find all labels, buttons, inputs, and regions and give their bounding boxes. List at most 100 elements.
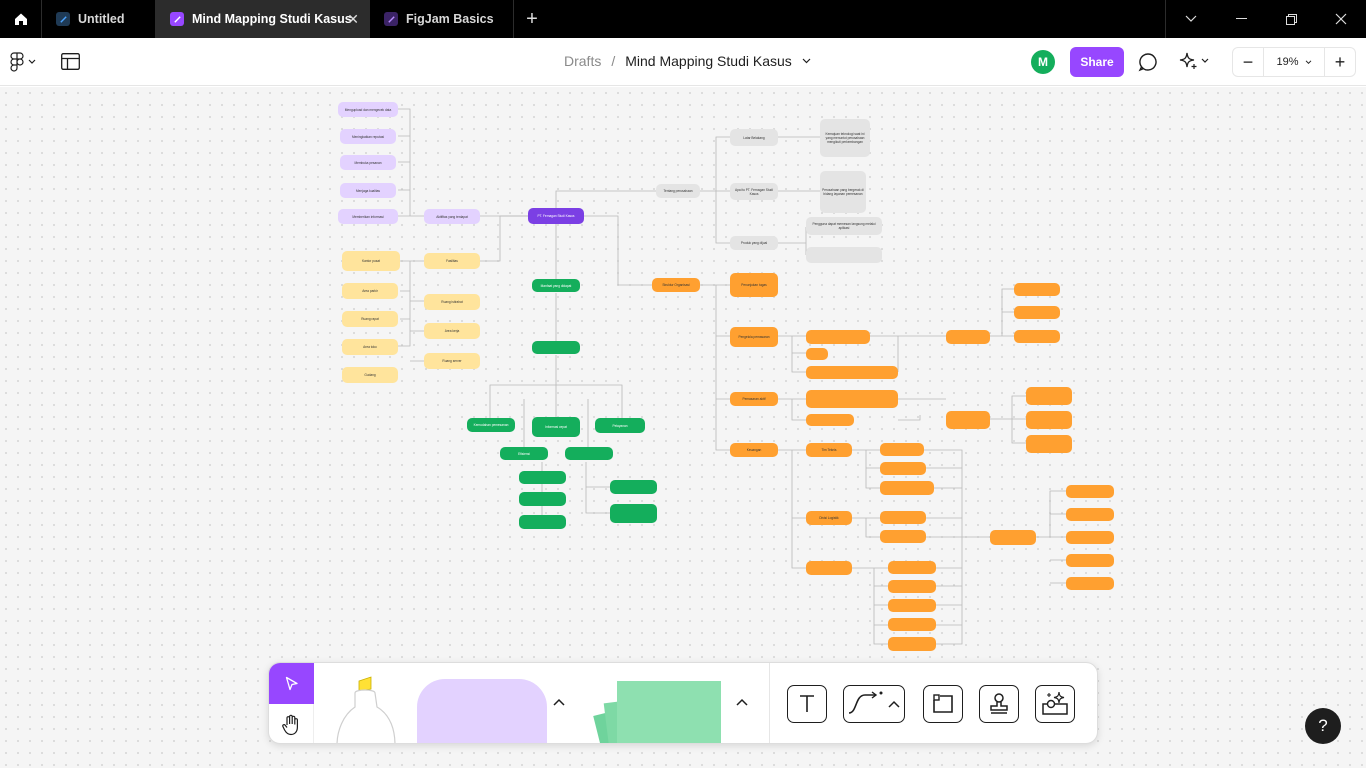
mindmap-node[interactable]: Gudang	[342, 367, 398, 383]
mindmap-node[interactable]: Area toko	[342, 339, 398, 355]
ai-actions-button[interactable]	[1178, 51, 1209, 71]
mindmap-node[interactable]	[1026, 387, 1072, 405]
mindmap-node[interactable]	[990, 530, 1036, 545]
mindmap-node[interactable]: Meningkatkan reputasi	[340, 129, 396, 144]
new-tab-button[interactable]: +	[514, 0, 550, 38]
shape-tool-button[interactable]	[417, 679, 547, 743]
mindmap-node[interactable]: Area parkir	[342, 283, 398, 299]
mindmap-root[interactable]: PT. Fernagan Studi Kasus	[528, 208, 584, 224]
mindmap-node[interactable]	[1014, 330, 1060, 343]
connector-tool-button[interactable]	[843, 685, 905, 723]
mindmap-node[interactable]	[888, 561, 936, 574]
widgets-tool-button[interactable]	[1035, 685, 1075, 723]
mindmap-node[interactable]	[1066, 554, 1114, 567]
mindmap-branch[interactable]: Struktur Organisasi	[652, 278, 700, 292]
mindmap-node[interactable]	[519, 515, 566, 529]
mindmap-node[interactable]	[519, 492, 566, 506]
mindmap-node[interactable]	[1014, 283, 1060, 296]
home-button[interactable]	[0, 0, 42, 38]
tab-list-button[interactable]	[1166, 0, 1216, 38]
mindmap-node[interactable]: Penunjukan tugas	[730, 273, 778, 297]
mindmap-node[interactable]	[610, 504, 657, 523]
mindmap-node[interactable]	[1066, 508, 1114, 521]
mindmap-node[interactable]	[532, 341, 580, 354]
canvas[interactable]: PT. Fernagan Studi Kasus Tentang perusah…	[0, 87, 1366, 768]
mindmap-node[interactable]	[888, 599, 936, 612]
mindmap-node[interactable]: Efisiensi	[500, 447, 548, 460]
mindmap-node[interactable]: Memberikan informasi	[338, 209, 398, 224]
mindmap-node[interactable]: Ruang istirahat	[424, 294, 480, 310]
mindmap-node[interactable]: Produk yang dijual	[730, 236, 778, 250]
minimize-button[interactable]	[1216, 0, 1266, 38]
mindmap-node[interactable]	[1026, 411, 1072, 429]
main-menu-button[interactable]	[10, 52, 36, 72]
marker-tool-button[interactable]	[333, 673, 403, 743]
mindmap-node[interactable]: Pelayanan	[595, 418, 645, 433]
move-tool-button[interactable]	[269, 663, 314, 704]
mindmap-node[interactable]	[806, 348, 828, 360]
mindmap-note[interactable]: Perusahaan yang bergerak di bidang layan…	[820, 171, 866, 213]
zoom-out-button[interactable]: −	[1233, 48, 1263, 76]
tab-figjam-basics[interactable]: FigJam Basics	[370, 0, 514, 38]
close-window-button[interactable]	[1316, 0, 1366, 38]
mindmap-node[interactable]: Ruang rapat	[342, 311, 398, 327]
mindmap-node[interactable]	[806, 414, 854, 426]
sticky-options-button[interactable]	[736, 693, 748, 711]
comment-button[interactable]	[1138, 52, 1158, 77]
mindmap-node[interactable]: Pengelola pemasaran	[730, 327, 778, 347]
mindmap-node[interactable]: Ruang server	[424, 353, 480, 369]
mindmap-node[interactable]	[888, 618, 936, 631]
help-button[interactable]: ?	[1305, 708, 1341, 744]
avatar[interactable]: M	[1031, 50, 1055, 74]
mindmap-node[interactable]	[946, 411, 990, 429]
mindmap-node[interactable]	[880, 462, 926, 475]
stamp-tool-button[interactable]	[979, 685, 1019, 723]
mindmap-node[interactable]: Area kerja	[424, 323, 480, 339]
mindmap-node[interactable]: Mengupload dan mengecek data	[338, 102, 398, 117]
hand-tool-button[interactable]	[269, 704, 314, 743]
layout-toggle-button[interactable]	[61, 53, 80, 75]
mindmap-note[interactable]: Kemajuan teknologi saat ini yang menuntu…	[820, 119, 870, 157]
mindmap-branch[interactable]: Manfaat yang didapat	[532, 279, 580, 292]
mindmap-node[interactable]	[1066, 485, 1114, 498]
mindmap-node[interactable]	[1014, 306, 1060, 319]
tab-untitled[interactable]: Untitled	[42, 0, 156, 38]
mindmap-node[interactable]	[806, 390, 898, 408]
shape-options-button[interactable]	[553, 693, 565, 711]
mindmap-note[interactable]: Pengguna dapat memesan langsung melalui …	[806, 217, 882, 235]
mindmap-node[interactable]: Kantor pusat	[342, 251, 400, 271]
mindmap-node[interactable]	[565, 447, 613, 460]
mindmap-branch[interactable]: Aktifitas yang terdapat	[424, 209, 480, 224]
sticky-note-tool-button[interactable]	[593, 677, 723, 743]
text-tool-button[interactable]	[787, 685, 827, 723]
mindmap-node[interactable]	[880, 511, 926, 524]
mindmap-node[interactable]	[806, 561, 852, 575]
mindmap-node[interactable]	[1026, 435, 1072, 453]
mindmap-node[interactable]	[519, 471, 566, 484]
mindmap-node[interactable]	[806, 330, 870, 344]
mindmap-node[interactable]: Divisi Logistik	[806, 511, 852, 525]
file-name[interactable]: Mind Mapping Studi Kasus	[625, 53, 792, 69]
mindmap-node[interactable]: Menjaga kualitas	[340, 183, 396, 198]
share-button[interactable]: Share	[1070, 47, 1124, 77]
mindmap-note[interactable]	[806, 247, 882, 263]
mindmap-node[interactable]	[880, 443, 924, 456]
mindmap-node[interactable]	[1066, 531, 1114, 544]
chevron-down-icon[interactable]	[802, 58, 811, 64]
mindmap-node[interactable]: Latar Belakang	[730, 129, 778, 146]
mindmap-node[interactable]: Membuka pesanan	[340, 155, 396, 170]
zoom-in-button[interactable]: +	[1325, 48, 1355, 76]
mindmap-node[interactable]	[888, 637, 936, 651]
section-tool-button[interactable]	[923, 685, 963, 723]
mindmap-node[interactable]	[880, 530, 926, 543]
restore-button[interactable]	[1266, 0, 1316, 38]
mindmap-node[interactable]	[806, 366, 898, 379]
zoom-level-dropdown[interactable]: 19%	[1263, 48, 1325, 76]
mindmap-node[interactable]: Informasi cepat	[532, 417, 580, 437]
tab-mind-mapping[interactable]: Mind Mapping Studi Kasus ✕	[156, 0, 370, 38]
mindmap-node[interactable]	[1066, 577, 1114, 590]
mindmap-node[interactable]: Pemasaran aktif	[730, 392, 778, 406]
mindmap-node[interactable]	[946, 330, 990, 344]
close-icon[interactable]: ✕	[347, 11, 359, 27]
mindmap-branch[interactable]: Fasilitas	[424, 253, 480, 269]
